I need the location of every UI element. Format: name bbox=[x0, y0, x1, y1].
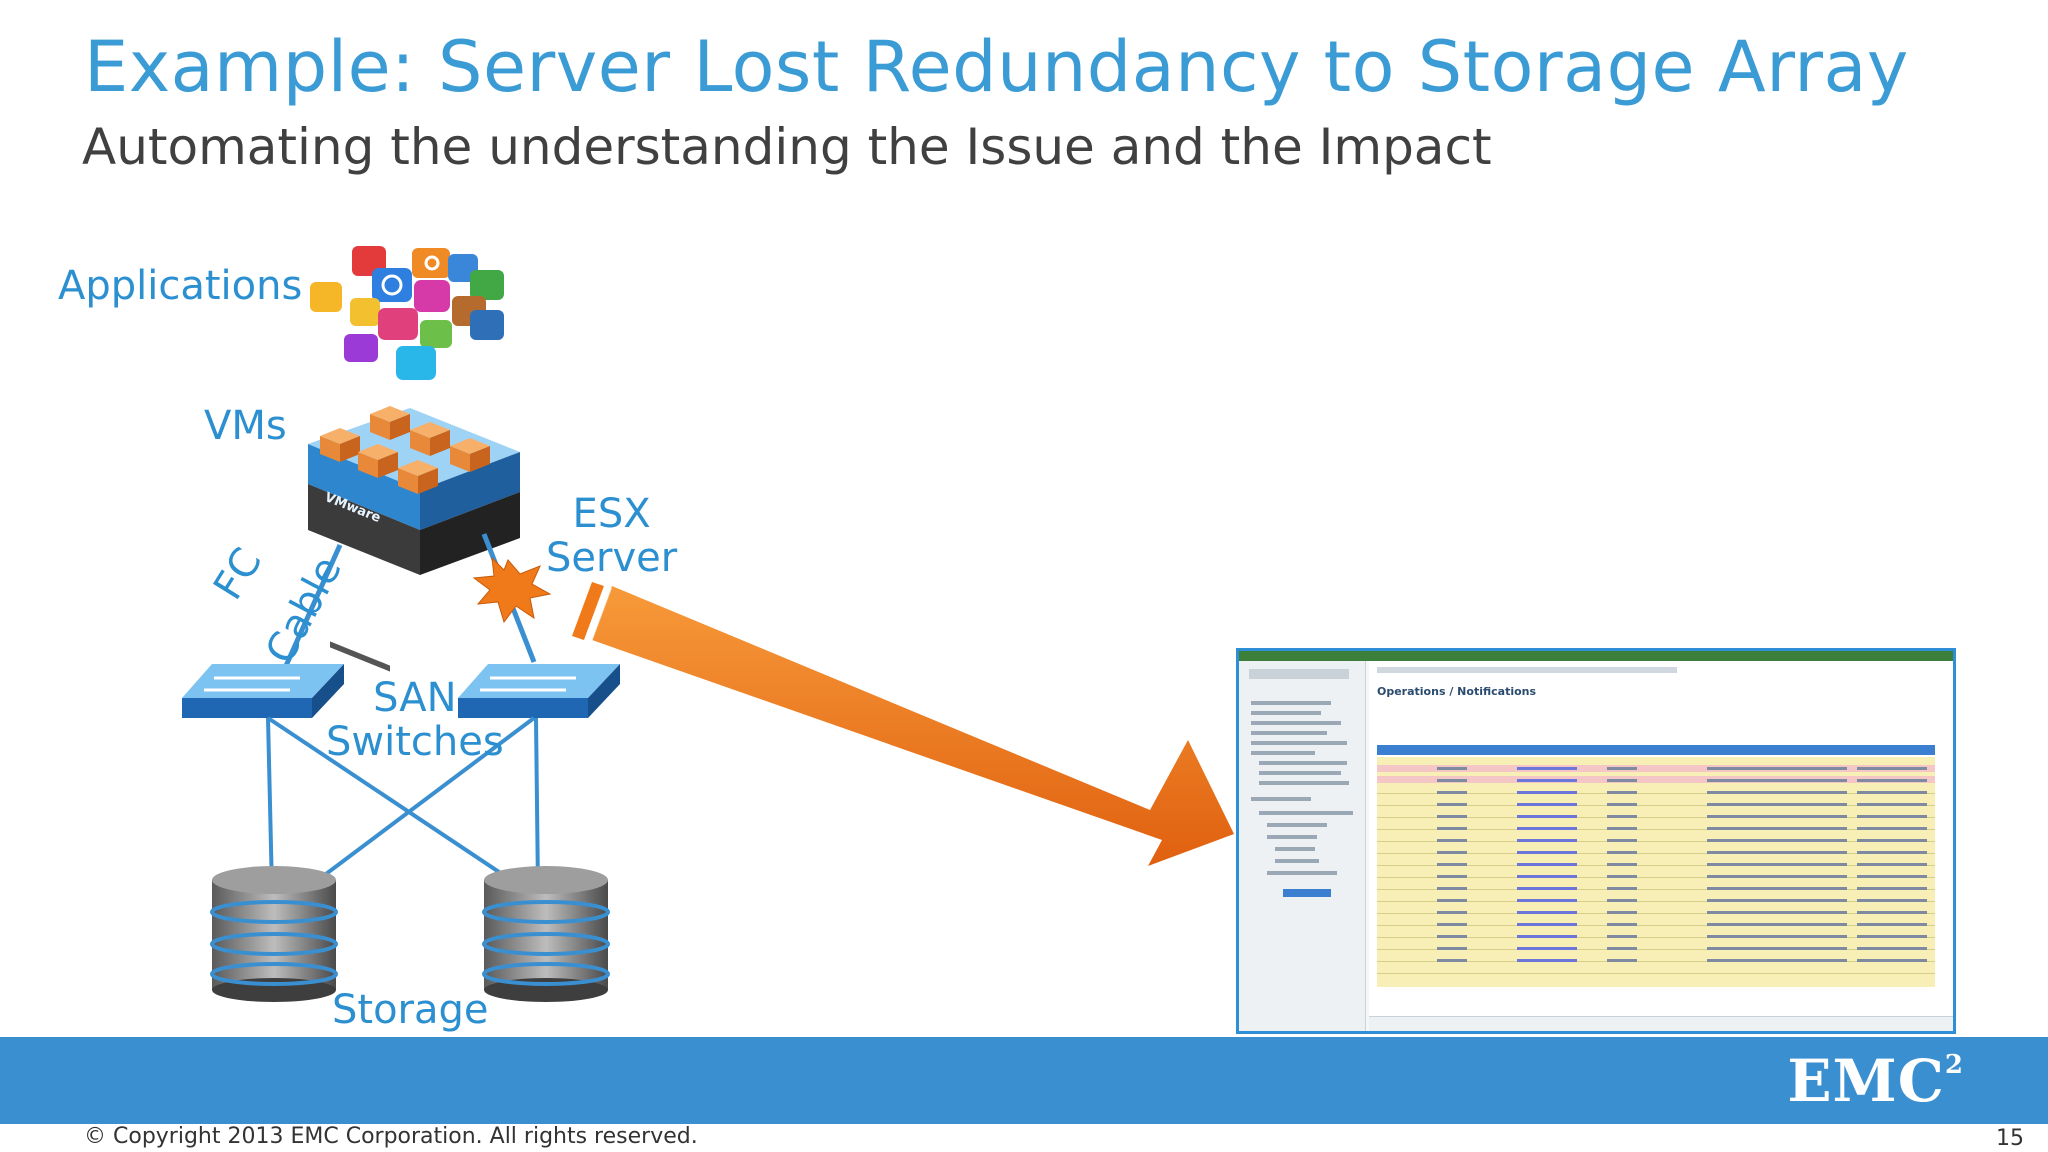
emc-logo-superscript: 2 bbox=[1944, 1049, 1964, 1080]
tree-item bbox=[1267, 835, 1317, 839]
screenshot-title-bar bbox=[1239, 651, 1953, 661]
tree-item bbox=[1259, 811, 1353, 815]
table-row bbox=[1377, 961, 1935, 962]
table-row bbox=[1377, 765, 1935, 772]
table-row bbox=[1377, 817, 1935, 818]
tree-item bbox=[1259, 781, 1349, 785]
tree-item bbox=[1275, 847, 1315, 851]
screenshot-main: Operations / Notifications bbox=[1369, 661, 1953, 1031]
storage-array-left-icon bbox=[210, 866, 338, 1002]
topology-diagram bbox=[182, 246, 1234, 1002]
applications-icon bbox=[310, 246, 504, 380]
tree-item bbox=[1259, 761, 1347, 765]
screenshot-notifications-table bbox=[1377, 757, 1935, 987]
tree-item bbox=[1267, 871, 1337, 875]
san-label-line2: Switches bbox=[326, 719, 504, 765]
table-column bbox=[1707, 767, 1847, 967]
table-row bbox=[1377, 913, 1935, 914]
tree-item-selected bbox=[1283, 889, 1331, 897]
screenshot-table-header bbox=[1377, 745, 1935, 755]
san-switch-right-icon bbox=[458, 664, 620, 718]
emc-logo-text: EMC bbox=[1787, 1047, 1945, 1115]
esx-server-label: ESX Server bbox=[546, 492, 677, 580]
table-row bbox=[1377, 776, 1935, 783]
san-fabric-wires bbox=[266, 716, 540, 898]
tree-item bbox=[1251, 741, 1347, 745]
table-row bbox=[1377, 805, 1935, 806]
table-row bbox=[1377, 937, 1935, 938]
notifications-screenshot: Operations / Notifications bbox=[1236, 648, 1956, 1034]
tree-item bbox=[1251, 701, 1331, 705]
table-column bbox=[1517, 767, 1577, 967]
screenshot-status-bar bbox=[1369, 1016, 1953, 1031]
table-column bbox=[1857, 767, 1927, 967]
table-row bbox=[1377, 829, 1935, 830]
table-row bbox=[1377, 841, 1935, 842]
tree-item bbox=[1267, 823, 1327, 827]
screenshot-breadcrumb bbox=[1377, 667, 1677, 673]
tree-item bbox=[1251, 731, 1327, 735]
slide-title: Example: Server Lost Redundancy to Stora… bbox=[84, 26, 1909, 108]
vms-label: VMs bbox=[204, 403, 287, 449]
storage-array-right-icon bbox=[482, 866, 610, 1002]
esx-label-line1: ESX bbox=[572, 491, 651, 537]
tree-item bbox=[1251, 751, 1315, 755]
footer-band bbox=[0, 1037, 2048, 1124]
screenshot-sidebar bbox=[1239, 661, 1366, 1031]
table-row bbox=[1377, 889, 1935, 890]
tree-item bbox=[1251, 711, 1321, 715]
san-label-line1: SAN bbox=[373, 675, 457, 721]
screenshot-sidebar-title bbox=[1249, 669, 1349, 679]
tree-item bbox=[1251, 721, 1341, 725]
san-switch-left-icon bbox=[182, 664, 344, 718]
copyright-text: © Copyright 2013 EMC Corporation. All ri… bbox=[84, 1124, 698, 1149]
storage-label: Storage bbox=[332, 987, 489, 1033]
emc-logo: EMC2 bbox=[1787, 1047, 1964, 1115]
failure-burst-icon bbox=[472, 556, 552, 624]
table-row bbox=[1377, 925, 1935, 926]
tree-item bbox=[1251, 797, 1311, 801]
slide-subtitle: Automating the understanding the Issue a… bbox=[82, 118, 1492, 176]
table-row bbox=[1377, 973, 1935, 974]
screenshot-heading: Operations / Notifications bbox=[1377, 685, 1537, 698]
san-switches-label: SAN Switches bbox=[326, 676, 504, 764]
table-row bbox=[1377, 865, 1935, 866]
table-column bbox=[1607, 767, 1637, 967]
table-row bbox=[1377, 793, 1935, 794]
degraded-service-arrow bbox=[572, 582, 1234, 866]
table-row bbox=[1377, 901, 1935, 902]
table-row bbox=[1377, 853, 1935, 854]
table-column bbox=[1437, 767, 1467, 967]
vms-icon bbox=[320, 406, 490, 494]
applications-label: Applications bbox=[58, 263, 303, 309]
table-row bbox=[1377, 877, 1935, 878]
table-row bbox=[1377, 949, 1935, 950]
tree-item bbox=[1259, 771, 1341, 775]
esx-label-line2: Server bbox=[546, 535, 678, 581]
page-number: 15 bbox=[1996, 1126, 2024, 1151]
tree-item bbox=[1275, 859, 1319, 863]
